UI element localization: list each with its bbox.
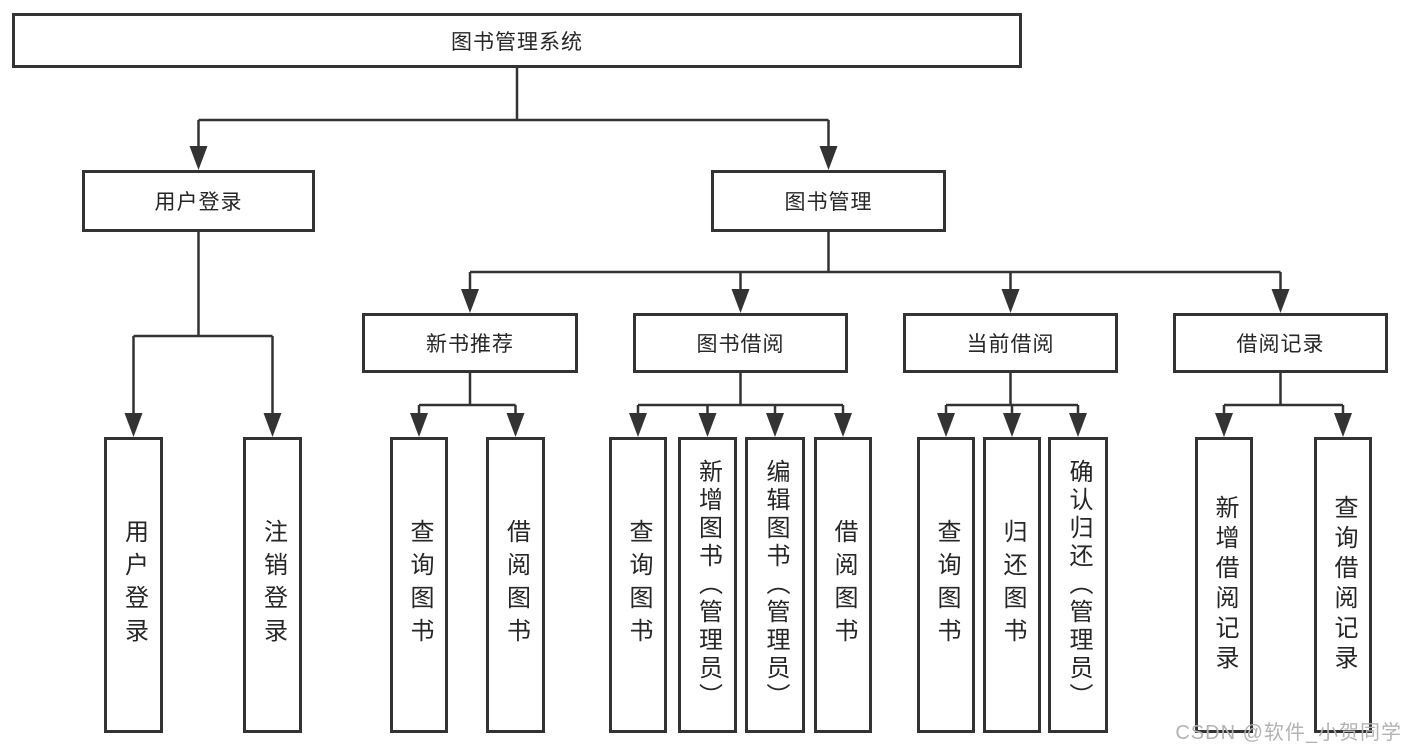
connector-current-borrow-children	[937, 373, 1087, 437]
arrowhead-icon	[1069, 413, 1087, 437]
node-cb-query-books: 查询图书	[917, 437, 975, 733]
node-ul-logout: 注销登录	[243, 437, 302, 733]
node-bb-add-books: 新增图书（管理员）	[678, 437, 737, 733]
node-root: 图书管理系统	[12, 13, 1022, 68]
node-nbr-query-books: 查询图书	[390, 437, 448, 733]
node-bb-borrow-books: 借阅图书	[814, 437, 872, 733]
node-cb-confirm-return-label: 确认归还（管理员）	[1065, 459, 1092, 711]
node-br-add-record: 新增借阅记录	[1195, 437, 1253, 733]
node-borrow-records-label: 借阅记录	[1236, 333, 1325, 356]
node-root-label: 图书管理系统	[451, 30, 583, 54]
node-book-borrow: 图书借阅	[633, 313, 848, 373]
arrowhead-icon	[1334, 413, 1352, 437]
arrowhead-icon	[731, 289, 750, 313]
node-borrow-records: 借阅记录	[1173, 313, 1388, 373]
node-nbr-borrow-books: 借阅图书	[486, 437, 545, 733]
arrowhead-icon	[1001, 289, 1020, 313]
connector-root-to-level2	[189, 68, 838, 170]
arrowhead-icon	[461, 289, 479, 313]
arrowhead-icon	[766, 413, 784, 437]
arrowhead-icon	[124, 413, 143, 437]
connector-book-mgmt-children	[461, 232, 1290, 313]
arrowhead-icon	[698, 413, 717, 437]
node-nbr-query-books-label: 查询图书	[406, 519, 433, 651]
arrowhead-icon	[1215, 413, 1233, 437]
node-book-borrow-label: 图书借阅	[696, 333, 785, 356]
node-new-book-rec: 新书推荐	[362, 313, 578, 373]
csdn-watermark: CSDN @软件_小贺同学	[1175, 722, 1402, 744]
node-current-borrow-label: 当前借阅	[966, 333, 1055, 356]
node-nbr-borrow-books-label: 借阅图书	[502, 519, 530, 651]
node-cb-query-books-label: 查询图书	[933, 519, 960, 651]
arrowhead-icon	[819, 146, 838, 170]
connector-new-book-rec-children	[410, 373, 525, 437]
connector-user-login-children	[124, 232, 282, 437]
node-bb-edit-books-label: 编辑图书（管理员）	[762, 459, 789, 711]
node-br-query-record: 查询借阅记录	[1314, 437, 1372, 733]
arrowhead-icon	[263, 413, 282, 437]
node-book-mgmt-label: 图书管理	[784, 191, 873, 214]
node-bb-borrow-books-label: 借阅图书	[830, 519, 857, 651]
node-user-login-label: 用户登录	[154, 191, 243, 214]
node-bb-edit-books: 编辑图书（管理员）	[745, 437, 805, 733]
connector-book-borrow-children	[629, 373, 852, 437]
node-current-borrow: 当前借阅	[903, 313, 1118, 373]
node-cb-return-books-label: 归还图书	[999, 519, 1026, 651]
node-bb-query-books: 查询图书	[609, 437, 667, 733]
node-ul-login: 用户登录	[104, 437, 163, 733]
arrowhead-icon	[1271, 289, 1290, 313]
node-new-book-rec-label: 新书推荐	[426, 333, 514, 356]
arrowhead-icon	[629, 413, 647, 437]
node-bb-query-books-label: 查询图书	[625, 519, 652, 651]
arrowhead-icon	[189, 146, 208, 170]
node-book-mgmt: 图书管理	[711, 170, 946, 232]
node-cb-confirm-return: 确认归还（管理员）	[1048, 437, 1108, 733]
node-br-add-record-label: 新增借阅记录	[1211, 495, 1238, 675]
arrowhead-icon	[937, 413, 955, 437]
arrowhead-icon	[410, 413, 428, 437]
arrowhead-icon	[834, 413, 852, 437]
node-ul-logout-label: 注销登录	[259, 519, 287, 651]
node-ul-login-label: 用户登录	[120, 519, 148, 651]
connector-borrow-records-children	[1215, 373, 1352, 437]
arrowhead-icon	[506, 413, 525, 437]
node-cb-return-books: 归还图书	[983, 437, 1041, 733]
arrowhead-icon	[1003, 413, 1021, 437]
node-bb-add-books-label: 新增图书（管理员）	[694, 459, 722, 711]
node-user-login: 用户登录	[82, 170, 315, 232]
node-br-query-record-label: 查询借阅记录	[1330, 495, 1357, 675]
